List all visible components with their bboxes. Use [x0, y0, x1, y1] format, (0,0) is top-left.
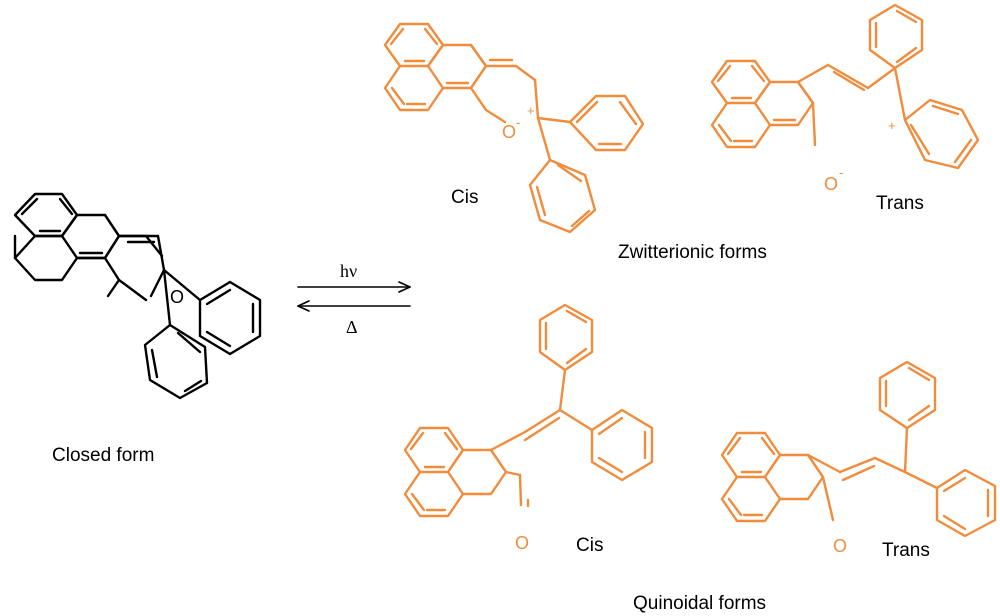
zwitterionic-cis-label: Cis — [451, 187, 479, 208]
zw-cis-anion-charge: - — [516, 115, 520, 130]
closed-oxygen-atom: O — [170, 287, 184, 307]
zwitterionic-trans-structure — [710, 3, 980, 170]
zw-trans-anion-charge: - — [839, 165, 843, 180]
qu-cis-oxygen-atom: O — [515, 533, 529, 553]
reverse-condition-label: Δ — [346, 317, 358, 337]
closed-form-label: Closed form — [52, 445, 155, 466]
quinoidal-cis-label: Cis — [576, 535, 604, 556]
equilibrium-arrows — [297, 281, 411, 312]
zw-cis-oxygen-atom: O — [502, 122, 516, 142]
qu-trans-oxygen-atom: O — [833, 536, 847, 556]
zwitterionic-cis-structure — [383, 22, 645, 234]
quinoidal-trans-structure — [720, 360, 997, 538]
closed-form-structure — [13, 192, 262, 400]
quinoidal-trans-label: Trans — [882, 540, 930, 561]
zwitterionic-forms-label: Zwitterionic forms — [618, 242, 767, 263]
forward-condition-label: hν — [340, 261, 358, 281]
zw-trans-cation-charge: + — [888, 118, 896, 133]
zwitterionic-trans-label: Trans — [876, 193, 924, 214]
quinoidal-cis-structure — [403, 303, 654, 518]
zw-trans-oxygen-atom: O — [824, 174, 838, 194]
zw-cis-cation-charge: + — [527, 103, 535, 118]
quinoidal-forms-label: Quinoidal forms — [633, 593, 767, 614]
